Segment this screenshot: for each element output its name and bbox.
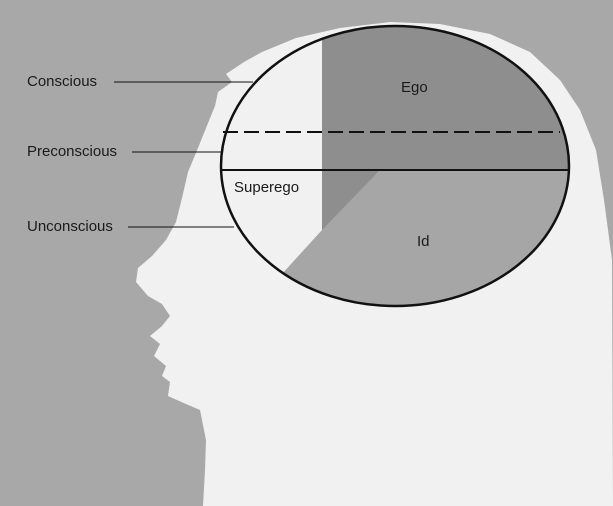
preconscious-label: Preconscious [27,144,117,159]
id-label: Id [417,234,430,249]
ego-label: Ego [401,80,428,95]
conscious-label: Conscious [27,74,97,89]
unconscious-label: Unconscious [27,219,113,234]
superego-label: Superego [234,180,299,195]
